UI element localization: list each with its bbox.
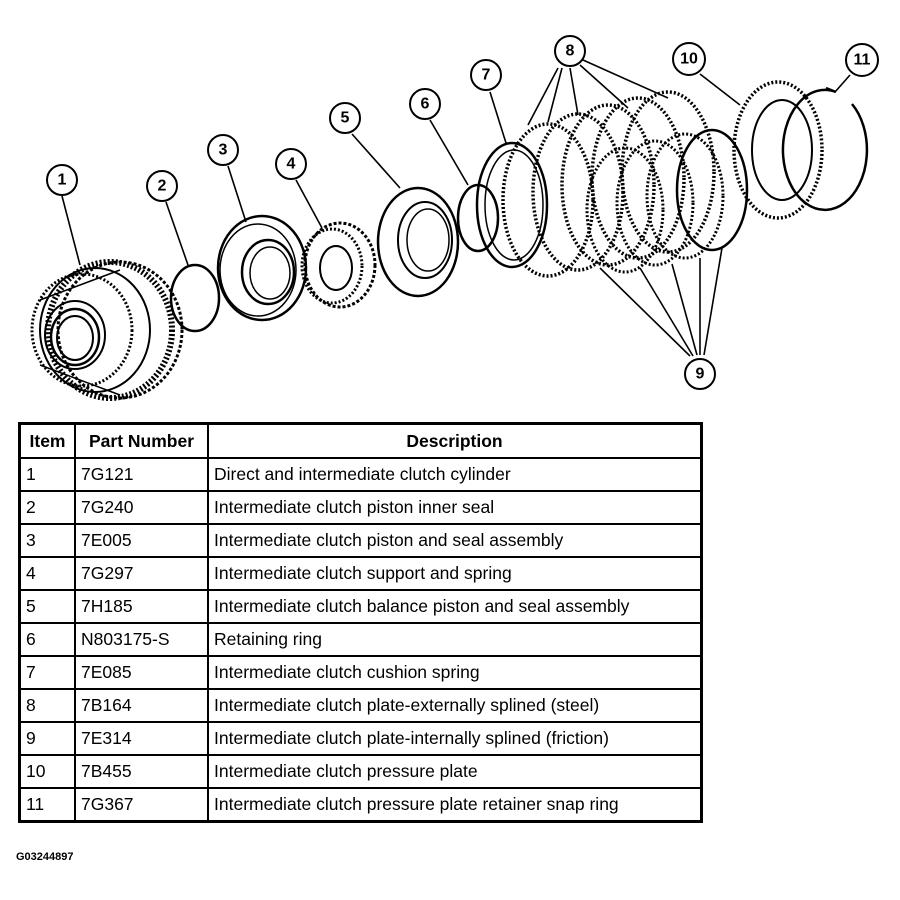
cell-description: Retaining ring <box>207 622 703 657</box>
svg-text:2: 2 <box>158 178 167 195</box>
balance-piston-drawing <box>376 186 460 298</box>
callout-11: 11 <box>845 43 879 77</box>
cell-description: Intermediate clutch balance piston and s… <box>207 589 703 624</box>
cell-description: Direct and intermediate clutch cylinder <box>207 457 703 492</box>
snap-ring-drawing <box>781 86 869 212</box>
svg-text:5: 5 <box>341 110 350 127</box>
cell-description: Intermediate clutch pressure plate <box>207 754 703 789</box>
svg-text:9: 9 <box>696 366 705 383</box>
leader-lines <box>61 59 851 357</box>
piston-drawing <box>216 214 308 322</box>
cell-description: Intermediate clutch plate-externally spl… <box>207 688 703 723</box>
support-spring-drawing <box>300 221 377 309</box>
svg-text:11: 11 <box>854 52 871 69</box>
cushion-spring-drawing <box>475 141 549 269</box>
callout-1: 1 <box>46 164 78 196</box>
header-description: Description <box>207 422 703 459</box>
svg-text:7: 7 <box>482 67 491 84</box>
callout-10: 10 <box>672 42 706 76</box>
callout-8: 8 <box>554 35 586 67</box>
inner-seal-drawing <box>169 263 221 333</box>
cell-part-number: 7H185 <box>74 589 209 624</box>
cell-description: Intermediate clutch support and spring <box>207 556 703 591</box>
cell-part-number: 7G367 <box>74 787 209 823</box>
cell-item: 2 <box>18 490 76 525</box>
callout-9: 9 <box>684 358 716 390</box>
cell-item: 5 <box>18 589 76 624</box>
svg-text:4: 4 <box>287 156 296 173</box>
cell-description: Intermediate clutch pressure plate retai… <box>207 787 703 823</box>
exploded-view-diagram: 1 2 3 4 5 6 7 8 10 11 9 <box>30 35 879 401</box>
callout-3: 3 <box>207 134 239 166</box>
pressure-plate-drawing <box>732 80 824 220</box>
svg-text:6: 6 <box>421 96 430 113</box>
table-header-row: Item Part Number Description <box>18 422 703 459</box>
header-item: Item <box>18 422 76 459</box>
svg-text:8: 8 <box>566 43 575 60</box>
clutch-plate-stack-drawing <box>501 90 749 278</box>
cell-description: Intermediate clutch piston inner seal <box>207 490 703 525</box>
svg-text:1: 1 <box>58 172 67 189</box>
callout-2: 2 <box>146 170 178 202</box>
cell-part-number: 7B164 <box>74 688 209 723</box>
cell-item: 10 <box>18 754 76 789</box>
callout-7: 7 <box>470 59 502 91</box>
cell-item: 7 <box>18 655 76 690</box>
clutch-cylinder-drawing <box>30 259 184 401</box>
cell-item: 4 <box>18 556 76 591</box>
cell-description: Intermediate clutch piston and seal asse… <box>207 523 703 558</box>
svg-text:3: 3 <box>219 142 228 159</box>
cell-part-number: N803175-S <box>74 622 209 657</box>
cell-description: Intermediate clutch plate-internally spl… <box>207 721 703 756</box>
cell-part-number: 7E314 <box>74 721 209 756</box>
callout-4: 4 <box>275 148 307 180</box>
cell-item: 9 <box>18 721 76 756</box>
cell-item: 1 <box>18 457 76 492</box>
cell-item: 11 <box>18 787 76 823</box>
cell-part-number: 7E005 <box>74 523 209 558</box>
cell-description: Intermediate clutch cushion spring <box>207 655 703 690</box>
header-part-number: Part Number <box>74 422 209 459</box>
callout-5: 5 <box>329 102 361 134</box>
cell-part-number: 7E085 <box>74 655 209 690</box>
cell-item: 8 <box>18 688 76 723</box>
cell-part-number: 7G297 <box>74 556 209 591</box>
cell-item: 3 <box>18 523 76 558</box>
cell-part-number: 7B455 <box>74 754 209 789</box>
cell-part-number: 7G121 <box>74 457 209 492</box>
cell-item: 6 <box>18 622 76 657</box>
figure-code: G03244897 <box>16 851 74 863</box>
cell-part-number: 7G240 <box>74 490 209 525</box>
svg-text:10: 10 <box>680 51 698 68</box>
callout-6: 6 <box>409 88 441 120</box>
